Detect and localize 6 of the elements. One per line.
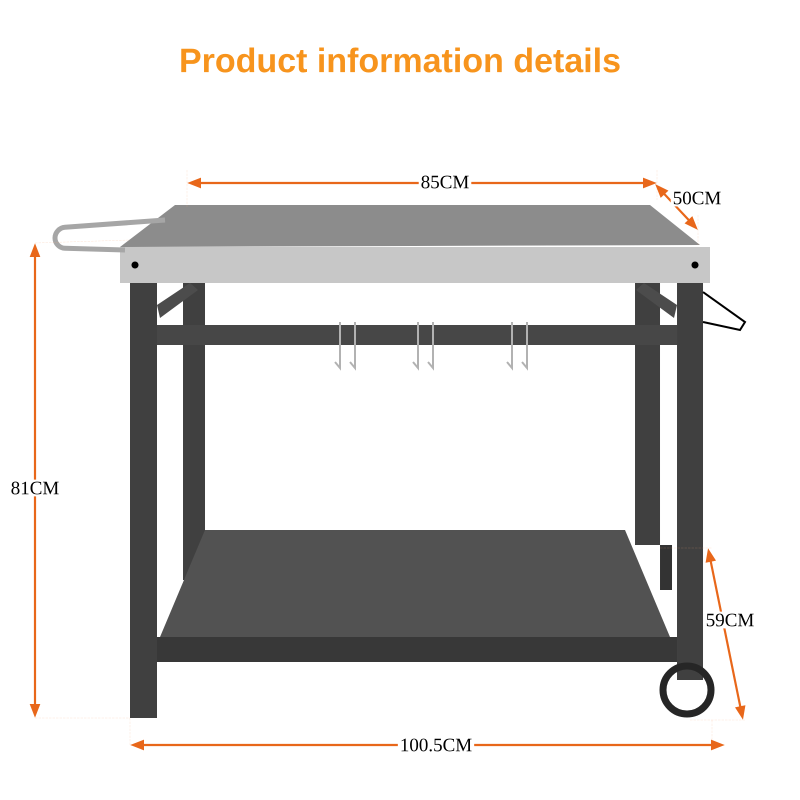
dimension-label: 50CM bbox=[670, 190, 724, 206]
dimension-label: 100.5CM bbox=[398, 736, 474, 754]
dimension-label: 81CM bbox=[8, 480, 62, 496]
dimension-label: 59CM bbox=[704, 612, 756, 628]
dimension-label: 85CM bbox=[418, 174, 472, 190]
title: Product information details bbox=[181, 48, 620, 72]
